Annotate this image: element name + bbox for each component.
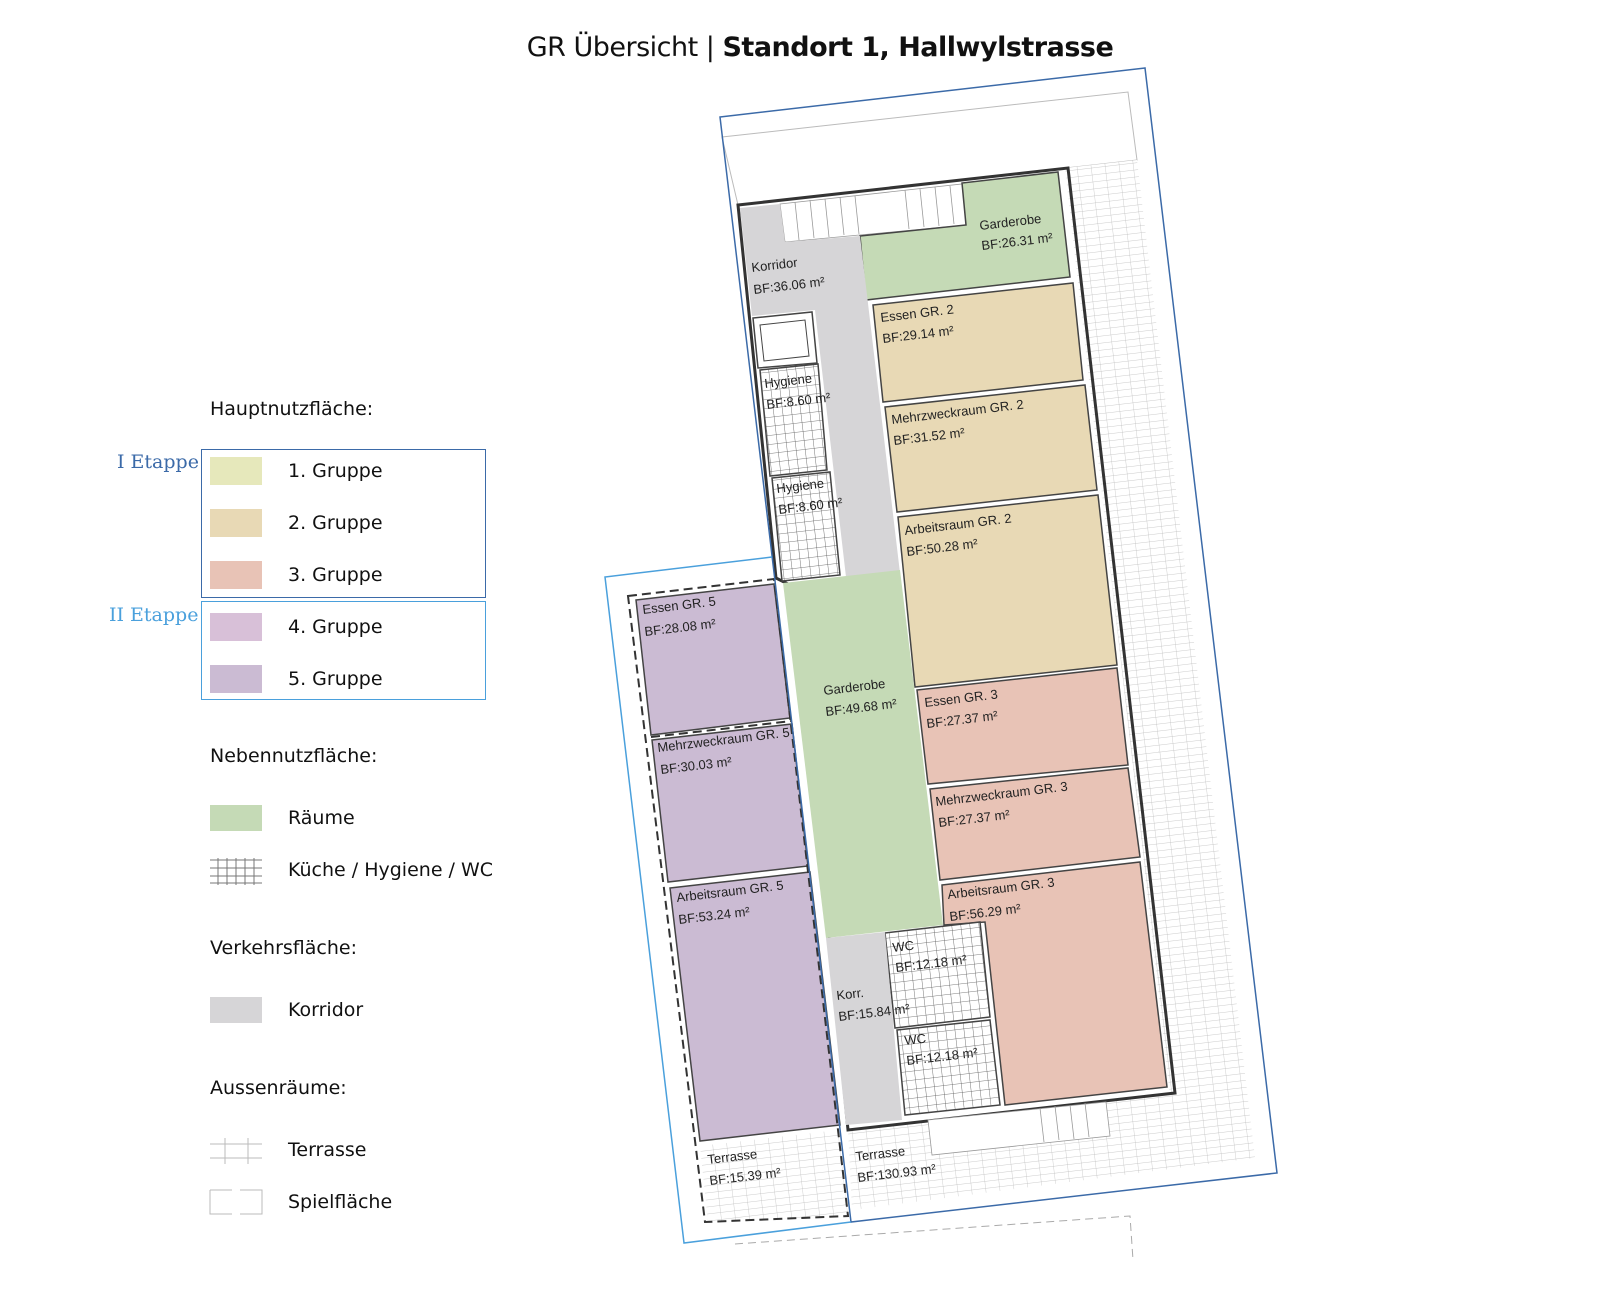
spielflaeche-outline: [626, 577, 850, 1224]
shaft-inner: [759, 319, 810, 362]
svg-text:Hygiene: Hygiene: [776, 476, 825, 496]
title-location: Standort 1, Hallwylstrasse: [722, 32, 1114, 63]
room-mehrzweck-gr2: Mehrzweckraum GR. 2BF:31.52 m²: [884, 384, 1098, 513]
room-essen-gr5: Essen GR. 5BF:28.08 m²: [635, 583, 791, 736]
legend-swatch-gruppe-4: [210, 613, 262, 641]
legend-gruppe-1: 1. Gruppe: [288, 460, 383, 482]
legend-swatch-gruppe-2: [210, 509, 262, 537]
legend-terrasse: Terrasse: [288, 1139, 367, 1161]
svg-text:Hygiene: Hygiene: [764, 371, 813, 391]
legend-spielflaeche: Spielfläche: [288, 1191, 393, 1213]
svg-text:Terrasse: Terrasse: [707, 1146, 758, 1167]
legend-swatch-raeume: [210, 805, 262, 831]
etappe-2-outline: [604, 556, 852, 1244]
svg-text:Terrasse: Terrasse: [855, 1143, 906, 1164]
legend-nebennutz-heading: Nebennutzfläche:: [210, 745, 378, 767]
legend-hauptnutz-heading: Hauptnutzfläche:: [210, 398, 374, 420]
room-arbeitsraum-gr3: Arbeitsraum GR. 3BF:56.29 m²: [941, 861, 1168, 1106]
legend-verkehr-heading: Verkehrsfläche:: [210, 937, 357, 959]
room-mehrzweck-gr3: Mehrzweckraum GR. 3BF:27.37 m²: [929, 767, 1141, 881]
legend-spielflaeche-swatch: [209, 1189, 263, 1215]
legend-etappe-2: II Etappe: [109, 604, 199, 626]
svg-text:Korridor: Korridor: [751, 255, 799, 275]
room-essen-gr2: Essen GR. 2BF:29.14 m²: [872, 282, 1084, 403]
room-arbeitsraum-gr2: Arbeitsraum GR. 2BF:50.28 m²: [897, 494, 1118, 688]
terrace-hatch-small: [700, 1130, 848, 1222]
legend-swatch-gruppe-1: [210, 457, 262, 485]
title-prefix: GR Übersicht |: [526, 32, 723, 63]
legend-etappe-2-box: [201, 601, 486, 700]
room-arbeitsraum-gr5: Arbeitsraum GR. 5BF:53.24 m²: [669, 871, 841, 1142]
legend-swatch-korridor: [210, 997, 262, 1023]
etappe-1-outline: [719, 67, 1278, 1223]
legend-etappe-1-box: [201, 449, 486, 598]
legend-gruppe-3: 3. Gruppe: [288, 564, 383, 586]
legend-swatch-gruppe-3: [210, 561, 262, 589]
legend-etappe-1: I Etappe: [117, 451, 199, 473]
terrace-hatch-right: [1065, 160, 1255, 1166]
legend-kueche-hatch: [210, 858, 262, 885]
legend-aussen-heading: Aussenräume:: [210, 1077, 347, 1099]
legend-raeume: Räume: [288, 807, 355, 829]
svg-text:Korr.: Korr.: [836, 985, 865, 1003]
room-mehrzweck-gr5: Mehrzweckraum GR. 5BF:30.03 m²: [651, 723, 809, 883]
svg-text:Garderobe: Garderobe: [823, 676, 886, 698]
legend-terrasse-hatch: [210, 1138, 262, 1164]
svg-text:WC: WC: [904, 1031, 927, 1048]
svg-text:WC: WC: [892, 938, 915, 955]
legend-gruppe-5: 5. Gruppe: [288, 668, 383, 690]
svg-text:Garderobe: Garderobe: [979, 211, 1042, 233]
spielflaeche-lower: [734, 1215, 1134, 1261]
legend-swatch-gruppe-5: [210, 665, 262, 693]
room-essen-gr3: Essen GR. 3BF:27.37 m²: [916, 667, 1129, 785]
spielflaeche-divider: [650, 720, 793, 738]
page-title: GR Übersicht | Standort 1, Hallwylstrass…: [0, 32, 1600, 63]
legend-gruppe-2: 2. Gruppe: [288, 512, 383, 534]
legend-kueche: Küche / Hygiene / WC: [288, 859, 494, 881]
legend-korridor: Korridor: [288, 999, 364, 1021]
stairs-bottom: [927, 1101, 1111, 1156]
legend-gruppe-4: 4. Gruppe: [288, 616, 383, 638]
room-korr: Korr.BF:15.84 m²: [826, 932, 911, 1125]
